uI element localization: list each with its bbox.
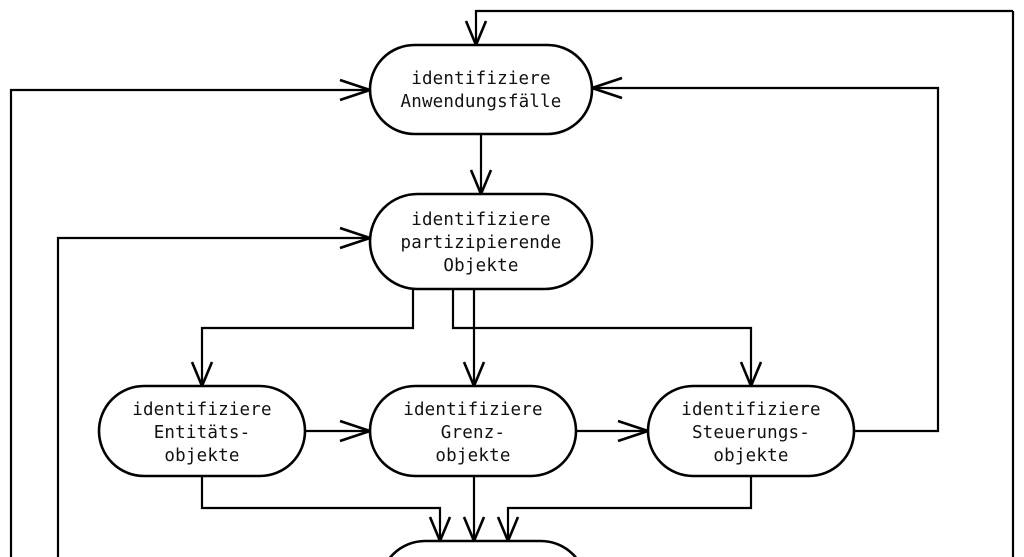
edge-right-loop-n5-into-n1 xyxy=(592,86,940,433)
node-label-n3-line-3: objekte xyxy=(164,446,239,466)
edge-left-loop-into-n2 xyxy=(56,236,370,557)
node-label-n4-line-1: identifiziere xyxy=(403,400,543,420)
node-identifiziere-steuerungsobjekte[interactable]: identifiziere Steuerungs- objekte xyxy=(646,384,856,478)
node-bottom-partial[interactable] xyxy=(380,539,586,557)
node-label-n2-line-2: partizipierende xyxy=(400,233,561,253)
node-label-n2-line-1: identifiziere xyxy=(411,210,551,230)
edge-n5-to-n6 xyxy=(506,476,753,541)
node-label-n1-line-1: identifiziere xyxy=(411,69,551,89)
node-identifiziere-partizipierende-objekte[interactable]: identifiziere partizipierende Objekte xyxy=(368,192,594,291)
edge-n2-to-n5 xyxy=(451,289,753,386)
node-shape-n6 xyxy=(388,539,578,557)
edge-n3-to-n6 xyxy=(200,476,442,541)
node-shape-n4 xyxy=(368,384,578,478)
node-label-n5-line-3: objekte xyxy=(713,446,788,466)
node-shape-n5 xyxy=(646,384,856,478)
node-label-n4-line-3: objekte xyxy=(435,446,510,466)
node-layer: identifiziere Anwendungsfälle identifizi… xyxy=(97,43,856,557)
node-label-n4-line-2: Grenz- xyxy=(441,423,505,443)
node-label-n3-line-1: identifiziere xyxy=(132,400,272,420)
node-label-n5-line-2: Steuerungs- xyxy=(692,423,810,443)
node-shape-n1 xyxy=(368,43,594,136)
node-label-n5-line-1: identifiziere xyxy=(681,400,821,420)
edge-left-loop-into-n1 xyxy=(9,88,370,557)
node-identifiziere-anwendungsfaelle[interactable]: identifiziere Anwendungsfälle xyxy=(368,43,594,136)
node-shape-n2 xyxy=(368,192,594,291)
node-label-n3-line-2: Entitäts- xyxy=(154,423,251,443)
node-shape-n3 xyxy=(97,384,307,478)
node-label-n1-line-2: Anwendungsfälle xyxy=(400,92,561,112)
edge-top-loop-into-n1 xyxy=(474,9,1013,45)
node-label-n2-line-3: Objekte xyxy=(443,256,518,276)
edge-n2-to-n3 xyxy=(200,289,415,386)
node-identifiziere-entitaetsobjekte[interactable]: identifiziere Entitäts- objekte xyxy=(97,384,307,478)
node-identifiziere-grenzobjekte[interactable]: identifiziere Grenz- objekte xyxy=(368,384,578,478)
